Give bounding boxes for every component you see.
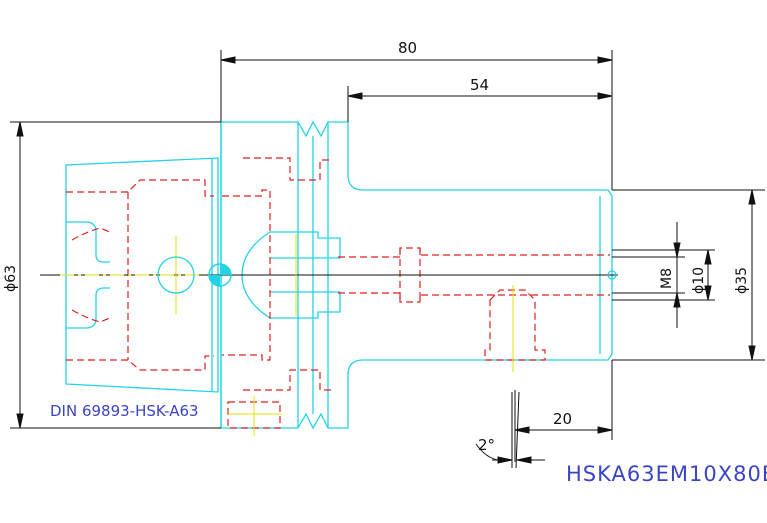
ref-origin-fill xyxy=(220,264,231,275)
dim-63-text: ϕ63 xyxy=(3,265,19,292)
hidden-notch-upper xyxy=(71,227,111,241)
dim-10-arrow-top xyxy=(704,249,712,265)
ref-origin-fill-2 xyxy=(209,275,220,286)
dim-m8-text: M8 xyxy=(659,268,675,289)
hidden-notch-lower xyxy=(71,309,111,323)
dim-10-arrow-bottom xyxy=(704,285,712,301)
hidden-lines xyxy=(66,157,610,429)
dim-63-arrow-bottom xyxy=(16,413,24,429)
dim-54-text: 54 xyxy=(470,76,489,94)
dim-angle-line-b xyxy=(515,391,520,469)
dim-54-arrow-right xyxy=(597,92,613,100)
dim-80-arrow-right xyxy=(597,56,613,64)
hidden-taper-upper xyxy=(66,179,214,197)
dim-80-arrow-left xyxy=(220,56,236,64)
dim-m8-arrow-bottom xyxy=(673,292,681,308)
hidden-flange-bore-top xyxy=(243,157,332,181)
dim-54-arrow-left xyxy=(347,92,363,100)
dim-35-text: ϕ35 xyxy=(734,267,750,294)
dim-10-text: ϕ10 xyxy=(691,267,707,294)
part-code-title: HSKA63EM10X80E xyxy=(566,462,767,486)
dim-80-text: 80 xyxy=(398,39,417,57)
hidden-lower-screw xyxy=(227,401,281,429)
dim-63-arrow-top xyxy=(16,121,24,137)
flange-outline xyxy=(220,120,613,430)
dim-angle-arc xyxy=(475,443,499,461)
bore-upper-chamber xyxy=(270,231,341,259)
dim-20-text: 20 xyxy=(553,410,572,428)
dim-35-arrow-bottom xyxy=(748,345,756,361)
dim-angle-arrow-right xyxy=(516,456,532,464)
hsk-upper-notch xyxy=(66,221,110,263)
dim-angle-text: 2° xyxy=(478,436,495,454)
hsk-taper-outline xyxy=(65,157,219,393)
dim-35-arrow-top xyxy=(748,189,756,205)
hidden-taper-lower xyxy=(66,355,214,371)
standard-label: DIN 69893-HSK-A63 xyxy=(50,402,199,420)
hsk-lower-notch xyxy=(66,287,110,329)
bore-lower-chamber xyxy=(270,291,341,319)
front-end-marker xyxy=(607,270,617,280)
dim-20-arrow-left xyxy=(514,426,530,434)
hidden-side-screw xyxy=(484,289,546,361)
dim-20-arrow-right xyxy=(597,426,613,434)
dim-m8-arrow-top xyxy=(673,242,681,258)
taper-hole-circle xyxy=(157,256,195,294)
hidden-flange-bore-bottom xyxy=(243,369,332,391)
circle-features xyxy=(157,256,617,294)
dim-angle-arrow-left xyxy=(497,456,513,464)
dimension-lines xyxy=(10,50,765,469)
hidden-center-bore xyxy=(338,247,610,303)
center-lines xyxy=(40,234,618,436)
